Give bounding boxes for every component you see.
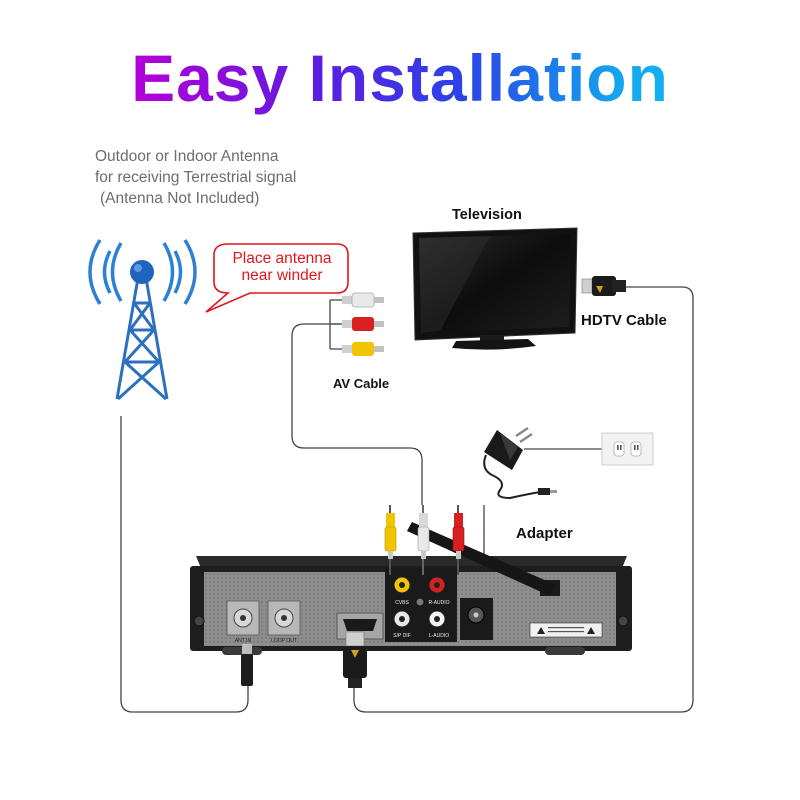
- rca-plug-icon: [342, 317, 384, 331]
- rca-plug-icon: [342, 292, 384, 308]
- av-plugs-at-box: [384, 505, 465, 575]
- hdmi-plug-at-box: [343, 631, 367, 688]
- television-icon: [412, 227, 578, 350]
- antenna-note-line-1: Outdoor or Indoor Antenna: [95, 148, 279, 165]
- av-cable-plugs: [342, 292, 384, 356]
- port-label-l-audio: L-AUDIO: [429, 633, 449, 639]
- antenna-cable: [120, 416, 249, 713]
- port-label-ant-in: ANT IN: [235, 638, 252, 644]
- wall-outlet-icon: [601, 432, 654, 466]
- av-cable-label: AV Cable: [333, 376, 390, 391]
- speech-bubble-line-2: near winder: [241, 267, 323, 284]
- antenna-note-line-2: for receiving Terrestrial signal: [95, 169, 297, 186]
- av-bundle-line: [329, 299, 342, 350]
- speech-bubble-line-1: Place antenna: [232, 250, 332, 267]
- page-title: Easy Installation: [0, 40, 800, 116]
- port-label-loop-out: LOOP OUT: [271, 638, 297, 644]
- antenna-note: Outdoor or Indoor Antenna for receiving …: [95, 146, 296, 209]
- hdmi-route-cable: [353, 286, 694, 713]
- port-label-r-audio: R-AUDIO: [428, 600, 449, 606]
- cable-lines: [120, 286, 694, 713]
- adapter-label: Adapter: [516, 525, 573, 542]
- speech-bubble-text: Place antenna near winder: [214, 250, 350, 284]
- hdtv-cable-label: HDTV Cable: [581, 312, 667, 329]
- port-label-spdif: S/P DIF: [393, 633, 410, 639]
- rca-plug-icon: [342, 342, 384, 356]
- port-label-cvbs: CVBS: [395, 600, 409, 606]
- television-label: Television: [452, 207, 522, 223]
- antenna-tower-icon: [88, 239, 197, 401]
- power-adapter-icon: [483, 426, 557, 500]
- wifi-antenna-icon: [407, 522, 556, 596]
- antenna-note-line-3: (Antenna Not Included): [100, 190, 260, 207]
- speech-bubble: [205, 243, 349, 313]
- antenna-plug-icon: [241, 644, 253, 686]
- set-top-box-icon: ANT IN LOOP OUT CVBS R-AUDIO S/P DIF L-A…: [190, 556, 632, 655]
- av-route-cable: [291, 323, 423, 505]
- hdmi-plug-icon: [581, 276, 626, 296]
